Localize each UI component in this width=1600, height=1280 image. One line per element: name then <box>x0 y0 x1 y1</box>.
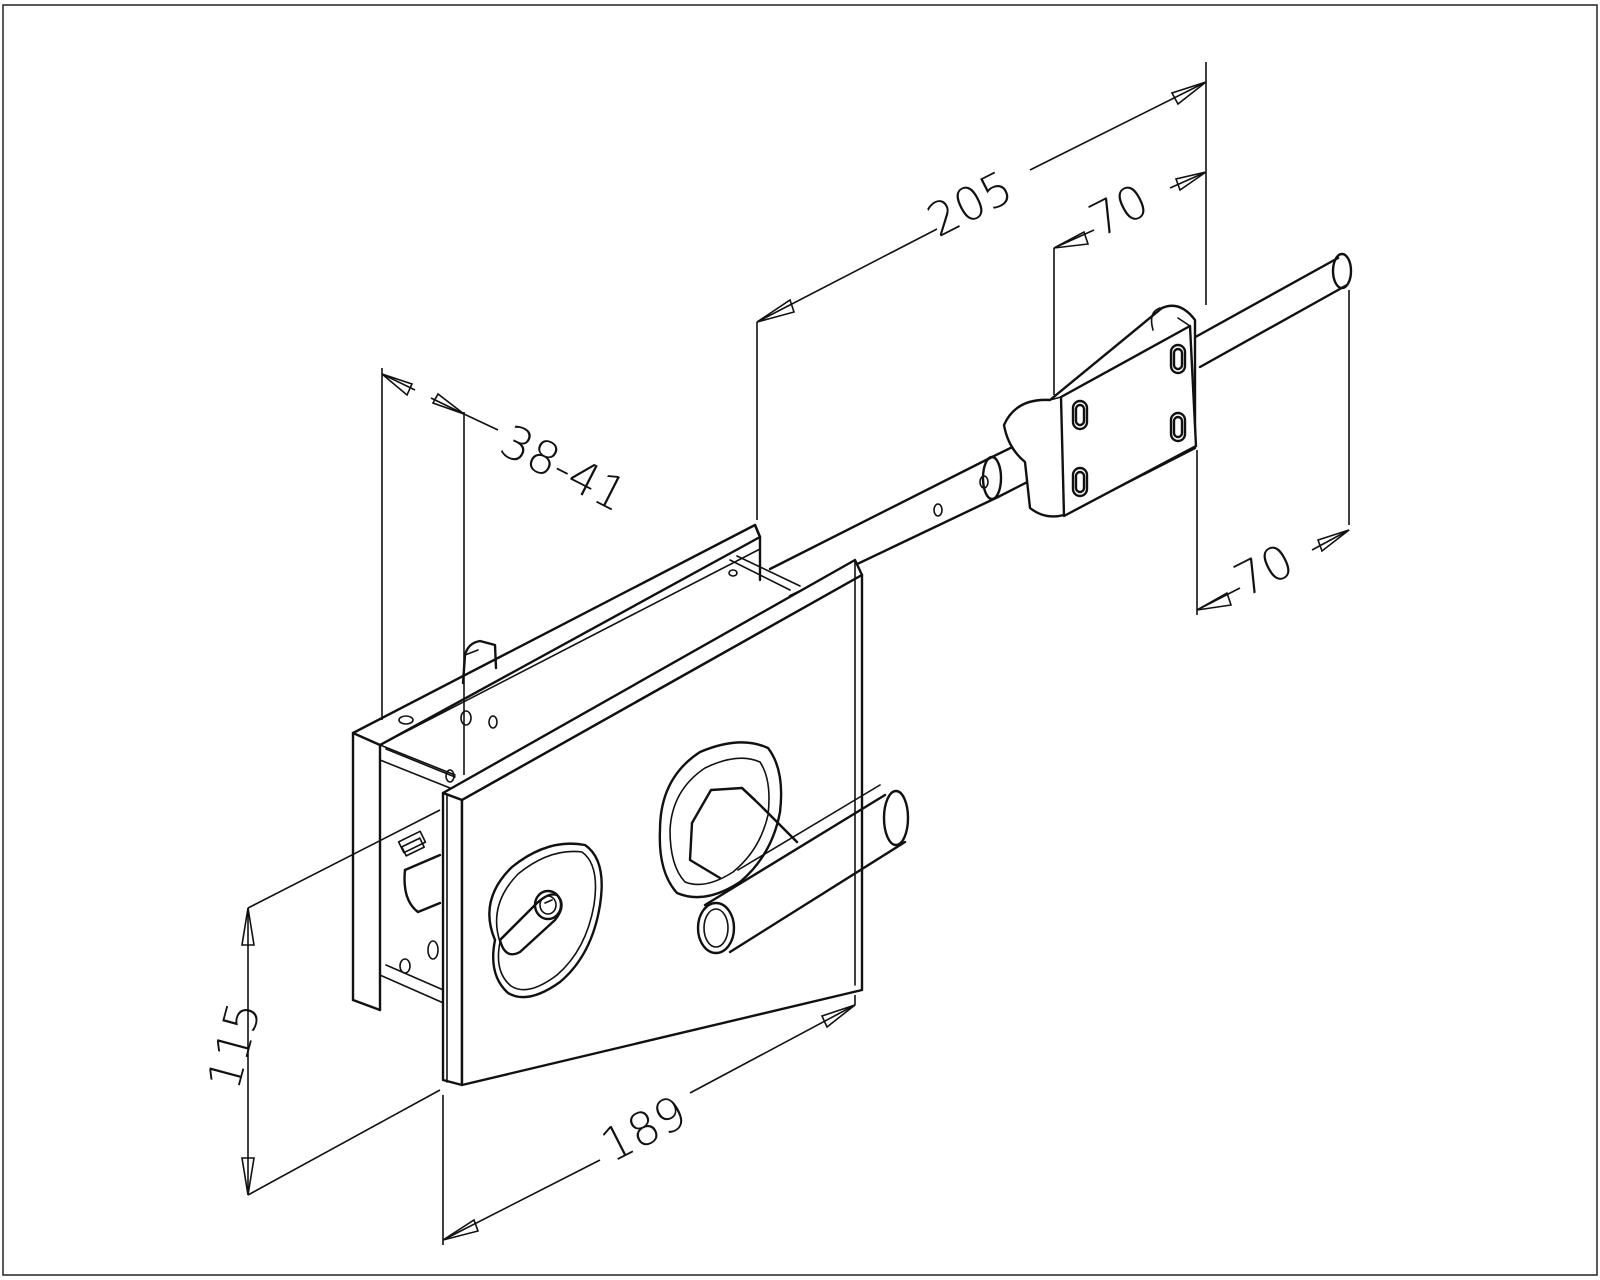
lever-handle <box>658 741 910 955</box>
dimension-70-right: 70 <box>1196 290 1350 615</box>
dim-70-top-label: 70 <box>1080 173 1157 248</box>
dim-205-label: 205 <box>918 160 1021 248</box>
spacer-bars <box>379 555 801 1006</box>
front-plate <box>441 558 864 1087</box>
strike-bracket <box>1002 304 1198 518</box>
key-cylinder <box>488 842 603 999</box>
right-rod <box>1188 252 1353 369</box>
page-frame <box>2 4 1598 1276</box>
cylinder-barrel <box>403 853 442 914</box>
dim-189-label: 189 <box>592 1085 695 1173</box>
dim-70-right-label: 70 <box>1225 533 1302 608</box>
dimension-115: 115 <box>196 809 441 1196</box>
dim-115-label: 115 <box>196 996 271 1095</box>
connecting-rod <box>768 434 1047 598</box>
rear-lock-case <box>351 523 762 1012</box>
dim-38-41-label: 38-41 <box>492 414 636 523</box>
